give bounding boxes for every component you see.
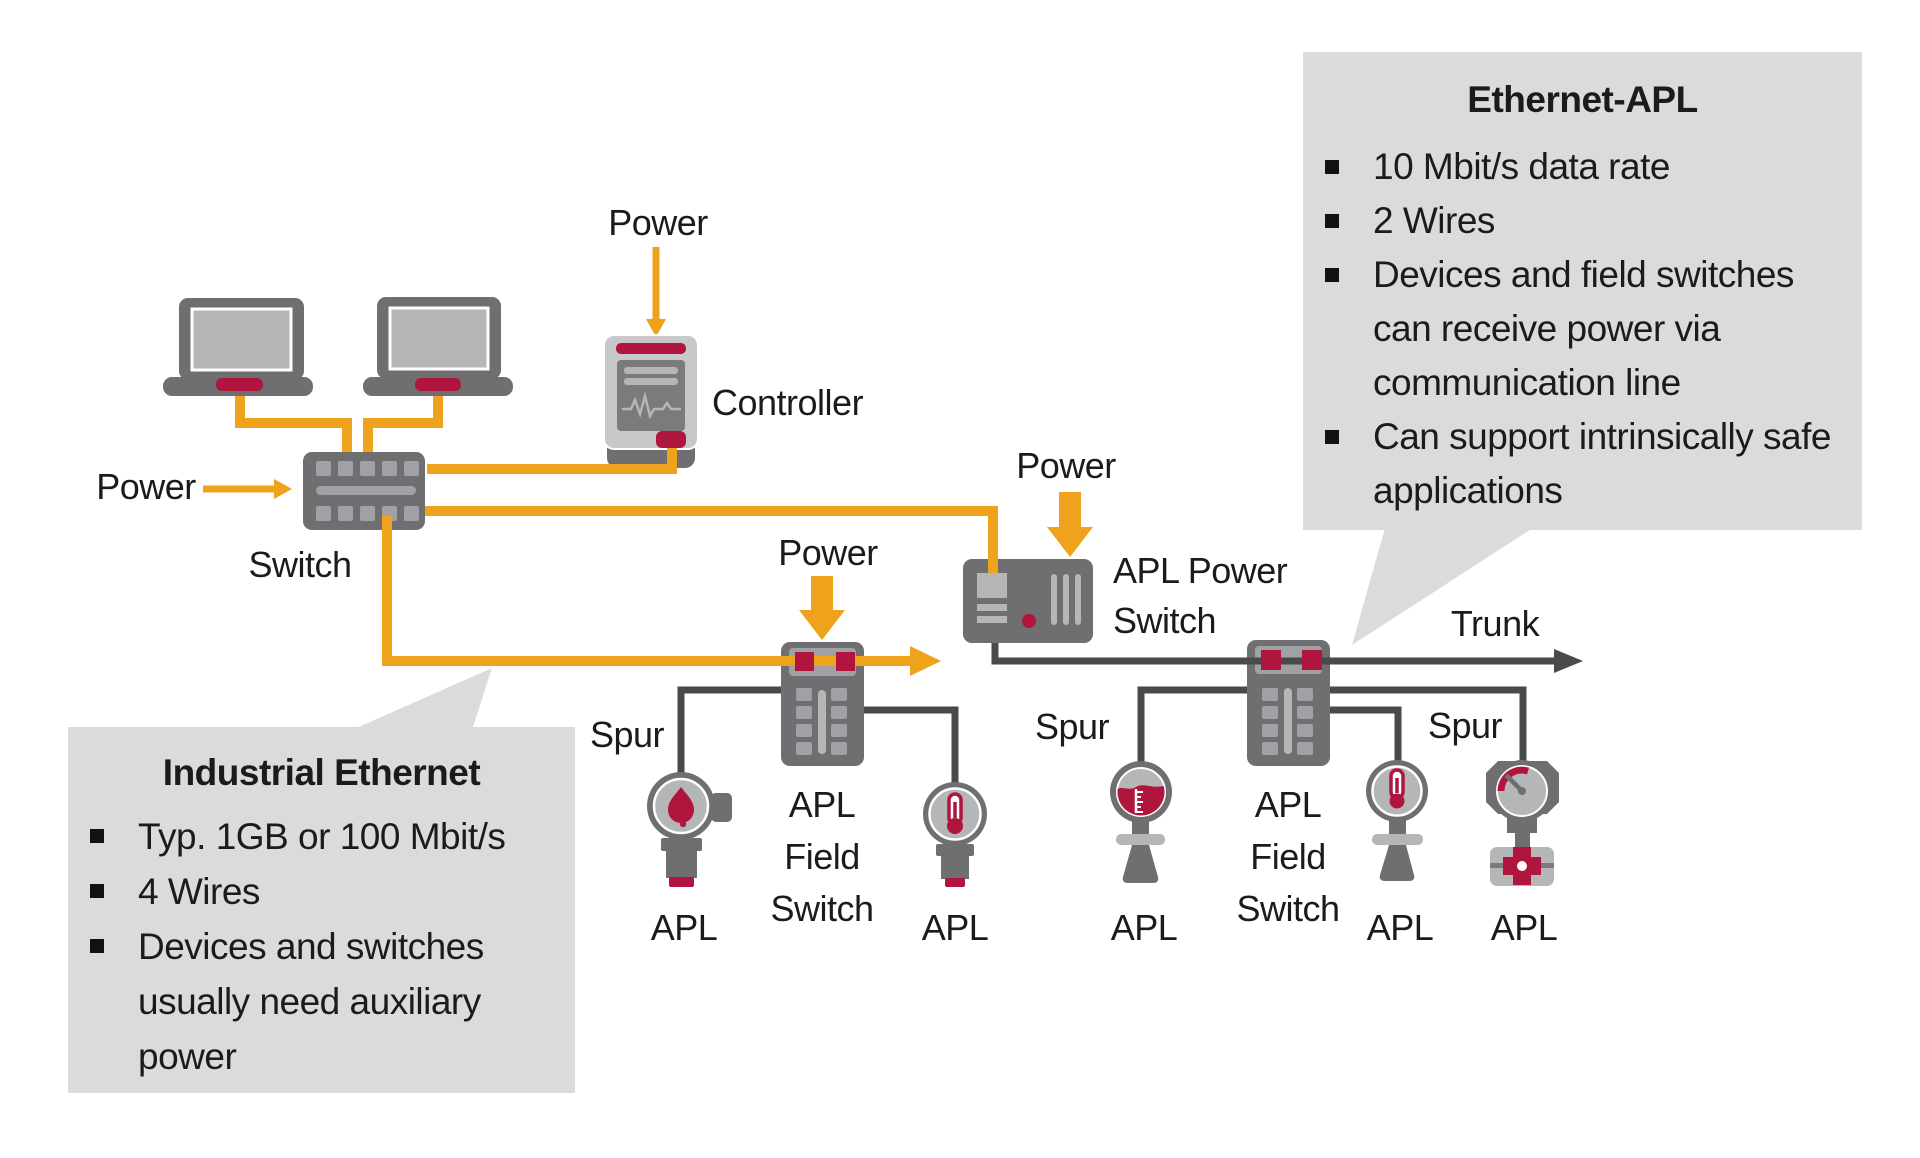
apl-power-switch-power-label: Power [1016, 445, 1116, 486]
ethernet-apl-title: Ethernet-APL [1467, 79, 1698, 120]
controller-switch-cable [427, 442, 677, 474]
field-switch-2-trunk-port [1302, 650, 1322, 670]
bullet-item: 4 Wires [90, 864, 567, 919]
bullet-item: Can support intrinsically safe applicati… [1325, 410, 1854, 518]
controller-power-label: Power [608, 202, 708, 243]
apl-device-label: APL [1110, 907, 1178, 948]
spur-line-3 [1137, 686, 1247, 765]
switch-apl-power-cable [425, 506, 998, 576]
field-switch-1-power-label: Power [778, 532, 878, 573]
bullet-item: Devices and switches usually need auxili… [90, 919, 567, 1084]
bullet-item: Devices and field switches can receive p… [1325, 248, 1854, 410]
spur-line-4 [1330, 686, 1527, 765]
ethernet-apl-callout: Ethernet-APL 10 Mbit/s data rate 2 Wires… [1303, 52, 1862, 530]
bullet-item: 2 Wires [1325, 194, 1854, 248]
switch-power-label: Power [96, 466, 196, 507]
switch-power-arrow [203, 479, 292, 499]
level-transmitter-icon [1110, 761, 1172, 883]
industrial-ethernet-bullets: Typ. 1GB or 100 Mbit/s 4 Wires Devices a… [68, 809, 575, 1084]
ethernet-switch-icon [303, 452, 425, 530]
ethernet-apl-callout-tail [1352, 528, 1533, 645]
controller-power-arrow [646, 247, 666, 337]
apl-power-switch-details [977, 573, 1081, 628]
spur-label: Spur [1427, 705, 1503, 746]
laptop-1-cable [235, 396, 352, 460]
field-switch-1-power-arrow [799, 576, 845, 640]
spur-label: Spur [1034, 706, 1110, 747]
laptop-1-icon [163, 298, 313, 396]
flame-transmitter-icon [647, 772, 732, 887]
apl-field-switch-1-icon [781, 642, 864, 766]
controller-icon [603, 334, 699, 468]
pulse-waveform-icon [622, 391, 681, 420]
spur-line-2 [864, 706, 959, 788]
industrial-ethernet-callout: Industrial Ethernet Typ. 1GB or 100 Mbit… [68, 727, 575, 1093]
laptop-2-cable [363, 396, 443, 460]
pressure-transmitter-icon [1486, 760, 1559, 886]
apl-field-switch-2-label: APL Field Switch [1236, 784, 1340, 929]
field-switch-1-trunk-port [836, 652, 855, 671]
temperature-transmitter-icon [1366, 760, 1428, 881]
switch-label: Switch [248, 544, 352, 585]
field-switch-1-trunk-port [795, 652, 814, 671]
apl-power-switch-icon [963, 559, 1093, 643]
apl-device-label: APL [1490, 907, 1558, 948]
trunk-line [991, 643, 1583, 673]
apl-device-label: APL [921, 907, 989, 948]
field-switch-2-trunk-port [1261, 650, 1281, 670]
industrial-ethernet-callout-tail [352, 668, 492, 730]
industrial-ethernet-line [382, 516, 941, 676]
spur-label: Spur [589, 714, 665, 755]
ethernet-apl-bullets: 10 Mbit/s data rate 2 Wires Devices and … [1303, 140, 1862, 518]
laptop-2-icon [363, 297, 513, 396]
apl-field-switch-1-label: APL Field Switch [770, 784, 874, 929]
spur-line-1 [677, 686, 781, 775]
apl-power-switch-label: APL Power Switch [1113, 550, 1288, 641]
apl-power-switch-power-arrow [1047, 492, 1093, 557]
apl-device-label: APL [1366, 907, 1434, 948]
spur-line-5 [1330, 706, 1402, 768]
apl-device-label: APL [650, 907, 718, 948]
trunk-label: Trunk [1450, 603, 1540, 644]
industrial-ethernet-title: Industrial Ethernet [162, 752, 481, 793]
controller-port [656, 431, 686, 448]
bullet-item: 10 Mbit/s data rate [1325, 140, 1854, 194]
controller-label: Controller [712, 382, 864, 423]
bullet-item: Typ. 1GB or 100 Mbit/s [90, 809, 567, 864]
temperature-transmitter-icon [923, 782, 987, 887]
